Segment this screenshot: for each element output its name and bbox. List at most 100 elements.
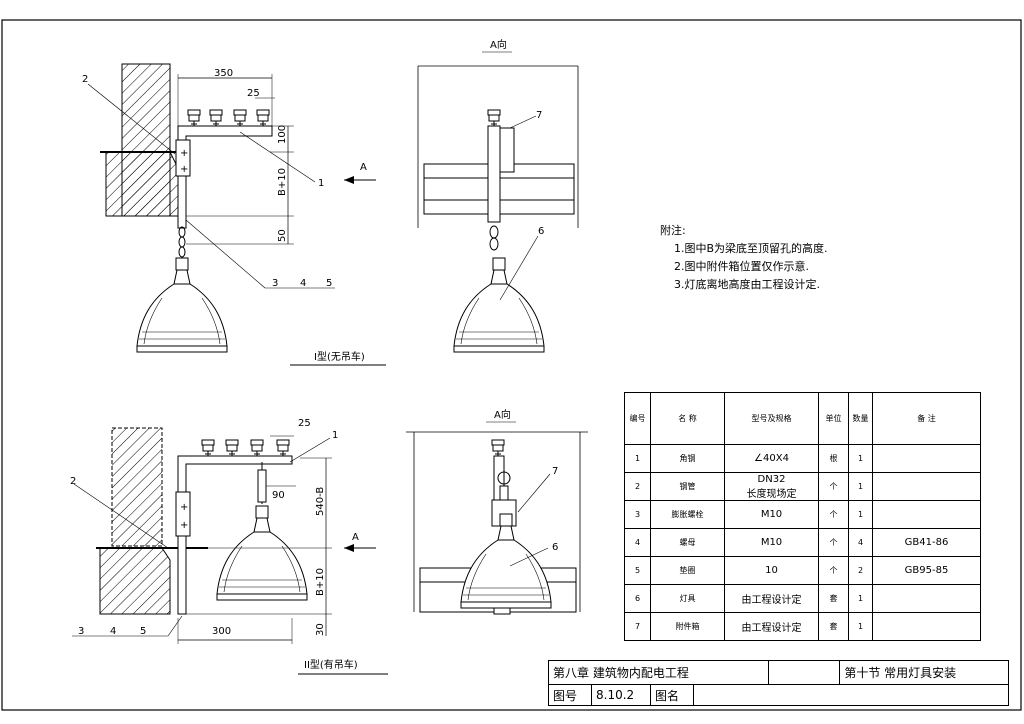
callout-2b: 2 — [70, 476, 76, 487]
table-cell: 根 — [818, 444, 849, 473]
chain — [178, 226, 186, 258]
table-cell: 套 — [818, 584, 849, 613]
table-cell: 2 — [624, 472, 651, 501]
note-1: 1.图中B为梁底至顶留孔的高度. — [674, 242, 828, 255]
col-header: 数量 — [848, 392, 873, 445]
dim-25b: 25 — [298, 418, 311, 429]
table-cell: 个 — [818, 472, 849, 501]
notes-title: 附注: — [660, 224, 686, 237]
table-cell: 钢管 — [650, 472, 725, 501]
table-cell — [872, 500, 981, 529]
dim-50: 50 — [277, 229, 288, 242]
type1-a-view: A向 7 6 — [417, 38, 579, 353]
lamp-type2 — [216, 505, 308, 601]
dim-300: 300 — [212, 626, 231, 637]
table-cell: 附件箱 — [650, 612, 725, 641]
callout-1b: 1 — [332, 430, 338, 441]
table-cell: ∠40X4 — [724, 444, 819, 473]
table-cell: 4 — [624, 528, 651, 557]
col-header: 型号及规格 — [724, 392, 819, 445]
dim-b10: B+10 — [277, 168, 288, 196]
svg-text:+: + — [180, 520, 188, 531]
beam-section — [105, 151, 179, 217]
table-cell: 1 — [848, 444, 873, 473]
arrow-a-label: A — [360, 162, 367, 173]
table-cell: 3 — [624, 500, 651, 529]
table-cell: 垫圈 — [650, 556, 725, 585]
callout-4: 4 — [300, 278, 306, 289]
callout-3b: 3 — [78, 626, 84, 637]
table-cell: GB95-85 — [872, 556, 981, 585]
callout-6b: 6 — [552, 542, 558, 553]
table-cell: DN32 长度现场定 — [724, 472, 819, 501]
col-header: 名 称 — [650, 392, 725, 445]
chapter-title: 第八章 建筑物内配电工程 — [547, 660, 770, 685]
table-cell: M10 — [724, 500, 819, 529]
dim-25: 25 — [247, 88, 260, 99]
table-cell: 2 — [848, 556, 873, 585]
type2-a-view: A向 7 6 — [406, 408, 588, 615]
drawing-name-label: 图名 — [650, 684, 694, 706]
svg-text:+: + — [180, 502, 188, 513]
drawing-no: 8.10.2 — [591, 684, 651, 706]
callout-6: 6 — [538, 226, 544, 237]
callout-5b: 5 — [140, 626, 146, 637]
type1-side-view: + + 350 25 100 B+10 50 A 2 — [82, 63, 386, 366]
callout-5: 5 — [326, 278, 332, 289]
callout-3: 3 — [272, 278, 278, 289]
lamp-type1 — [136, 257, 228, 353]
type2-side-view: + + 25 90 540-B B+10 30 300 A 2 1 3 4 — [70, 418, 388, 675]
dim-100: 100 — [277, 125, 288, 144]
table-cell: 1 — [848, 500, 873, 529]
svg-text:+: + — [180, 148, 188, 159]
callout-4b: 4 — [110, 626, 116, 637]
table-cell: 由工程设计定 — [724, 612, 819, 641]
table-cell — [872, 472, 981, 501]
table-cell — [872, 444, 981, 473]
col-header: 单位 — [818, 392, 849, 445]
dim-350: 350 — [214, 68, 233, 79]
table-cell: 10 — [724, 556, 819, 585]
section-title: 第十节 常用灯具安装 — [839, 660, 1009, 685]
table-cell: 1 — [624, 444, 651, 473]
col-header: 编号 — [624, 392, 651, 445]
angle-bracket — [177, 125, 273, 229]
dim-30: 30 — [315, 623, 326, 636]
table-cell: 1 — [848, 472, 873, 501]
view-a-label: A向 — [490, 38, 507, 51]
table-cell — [872, 612, 981, 641]
table-cell: 灯具 — [650, 584, 725, 613]
lamp-a-view-2 — [460, 513, 552, 609]
table-cell: 个 — [818, 500, 849, 529]
table-cell — [872, 584, 981, 613]
table-cell: 由工程设计定 — [724, 584, 819, 613]
table-cell: 套 — [818, 612, 849, 641]
type2-caption: II型(有吊车) — [304, 658, 358, 671]
table-header-row: 编号 名 称 型号及规格 单位 数量 备 注 — [624, 392, 981, 445]
sheet-border — [1, 19, 1022, 711]
table-cell: 个 — [818, 556, 849, 585]
table-cell: 7 — [624, 612, 651, 641]
table-cell: 膨胀螺栓 — [650, 500, 725, 529]
table-cell: 个 — [818, 528, 849, 557]
dim-540b: 540-B — [315, 487, 326, 516]
table-cell: M10 — [724, 528, 819, 557]
dim-90: 90 — [272, 490, 285, 501]
table-cell: 4 — [848, 528, 873, 557]
callout-2: 2 — [82, 74, 88, 85]
note-3: 3.灯底离地高度由工程设计定. — [674, 278, 820, 291]
arrow-a-label-2: A — [352, 532, 359, 543]
callout-1: 1 — [318, 178, 324, 189]
table-cell: 螺母 — [650, 528, 725, 557]
notes-block: 附注: 1.图中B为梁底至顶留孔的高度. 2.图中附件箱位置仅作示意. 3.灯底… — [660, 222, 828, 294]
table-cell: GB41-86 — [872, 528, 981, 557]
table-cell: 1 — [848, 584, 873, 613]
